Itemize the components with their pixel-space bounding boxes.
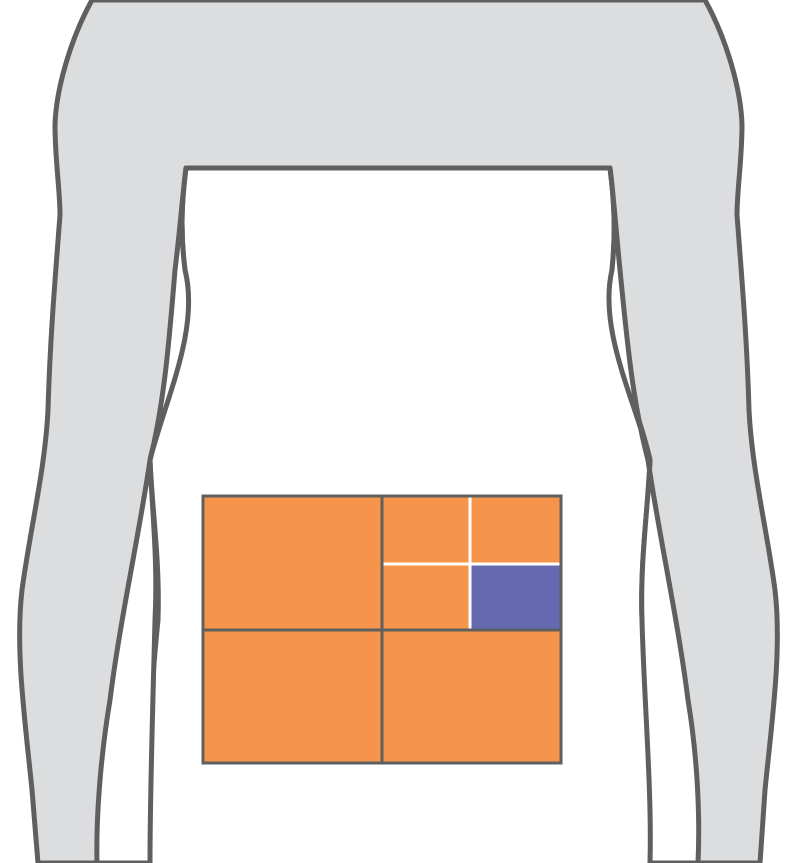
left-arm-gap (94, 165, 192, 863)
region-upper-right-bottom-left[interactable] (383, 565, 470, 630)
region-lower-right[interactable] (383, 630, 561, 763)
right-arm-gap (606, 165, 702, 863)
region-upper-right-top-right[interactable] (471, 497, 561, 563)
region-lower-left[interactable] (204, 630, 381, 763)
region-upper-right-top-left[interactable] (383, 497, 470, 563)
region-upper-right-bottom-right[interactable] (471, 565, 561, 630)
region-upper-left[interactable] (204, 497, 381, 630)
abdominal-region-grid (201, 494, 563, 765)
